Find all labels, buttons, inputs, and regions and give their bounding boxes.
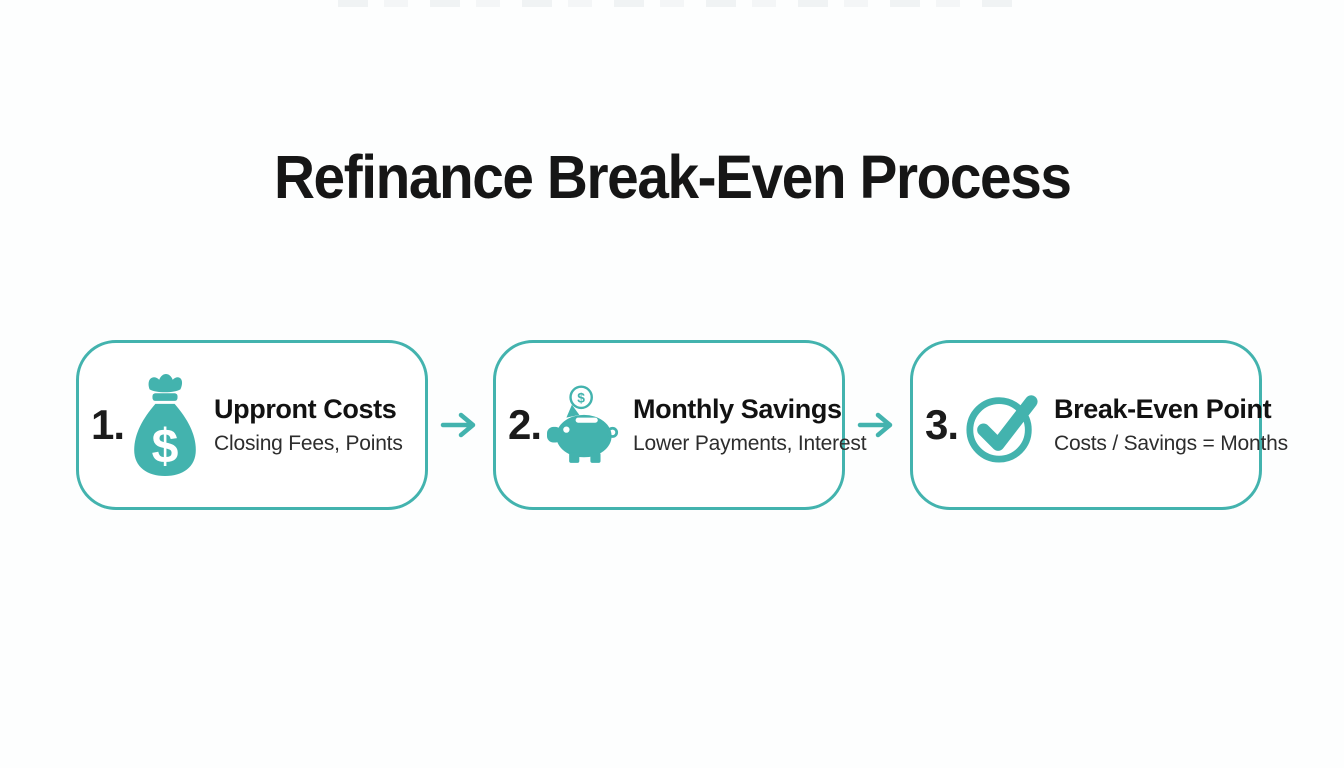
step-card-break-even-point: 3. Break-Even Point Costs / Savings = Mo… xyxy=(910,340,1288,510)
page-title: Refinance Break-Even Process xyxy=(273,143,1072,211)
step-subtitle: Costs / Savings = Months xyxy=(1054,432,1288,455)
arrow-right-icon xyxy=(440,411,482,439)
step-subtitle: Lower Payments, Interest xyxy=(633,432,867,455)
arrow-right-icon xyxy=(857,411,899,439)
step-texts: Monthly Savings Lower Payments, Interest xyxy=(633,394,867,456)
cropped-text-artifact xyxy=(338,0,1014,7)
step-texts: Break-Even Point Costs / Savings = Month… xyxy=(1054,394,1288,456)
step-subtitle: Closing Fees, Points xyxy=(214,432,403,455)
step-number: 2. xyxy=(508,401,542,448)
step-card-upfront-costs: 1. $ Uppront Costs Closing Fees, Points xyxy=(76,340,428,510)
step-title: Uppront Costs xyxy=(214,394,397,424)
dollar-glyph: $ xyxy=(152,420,179,474)
step-number: 3. xyxy=(925,401,959,448)
piggy-bank-icon: $ xyxy=(547,382,619,468)
step-title: Break-Even Point xyxy=(1054,394,1272,424)
coin-dollar-glyph: $ xyxy=(577,389,585,405)
step-texts: Uppront Costs Closing Fees, Points xyxy=(214,394,403,456)
process-flow: 1. $ Uppront Costs Closing Fees, Points … xyxy=(76,340,1288,510)
check-circle-icon xyxy=(964,386,1040,464)
step-title: Monthly Savings xyxy=(633,394,842,424)
money-bag-icon: $ xyxy=(130,373,200,477)
step-card-monthly-savings: 2. $ Monthly Savings Lower Payments, Int… xyxy=(493,340,867,510)
page-header: Refinance Break-Even Process xyxy=(0,142,1344,212)
step-number: 1. xyxy=(91,401,125,448)
